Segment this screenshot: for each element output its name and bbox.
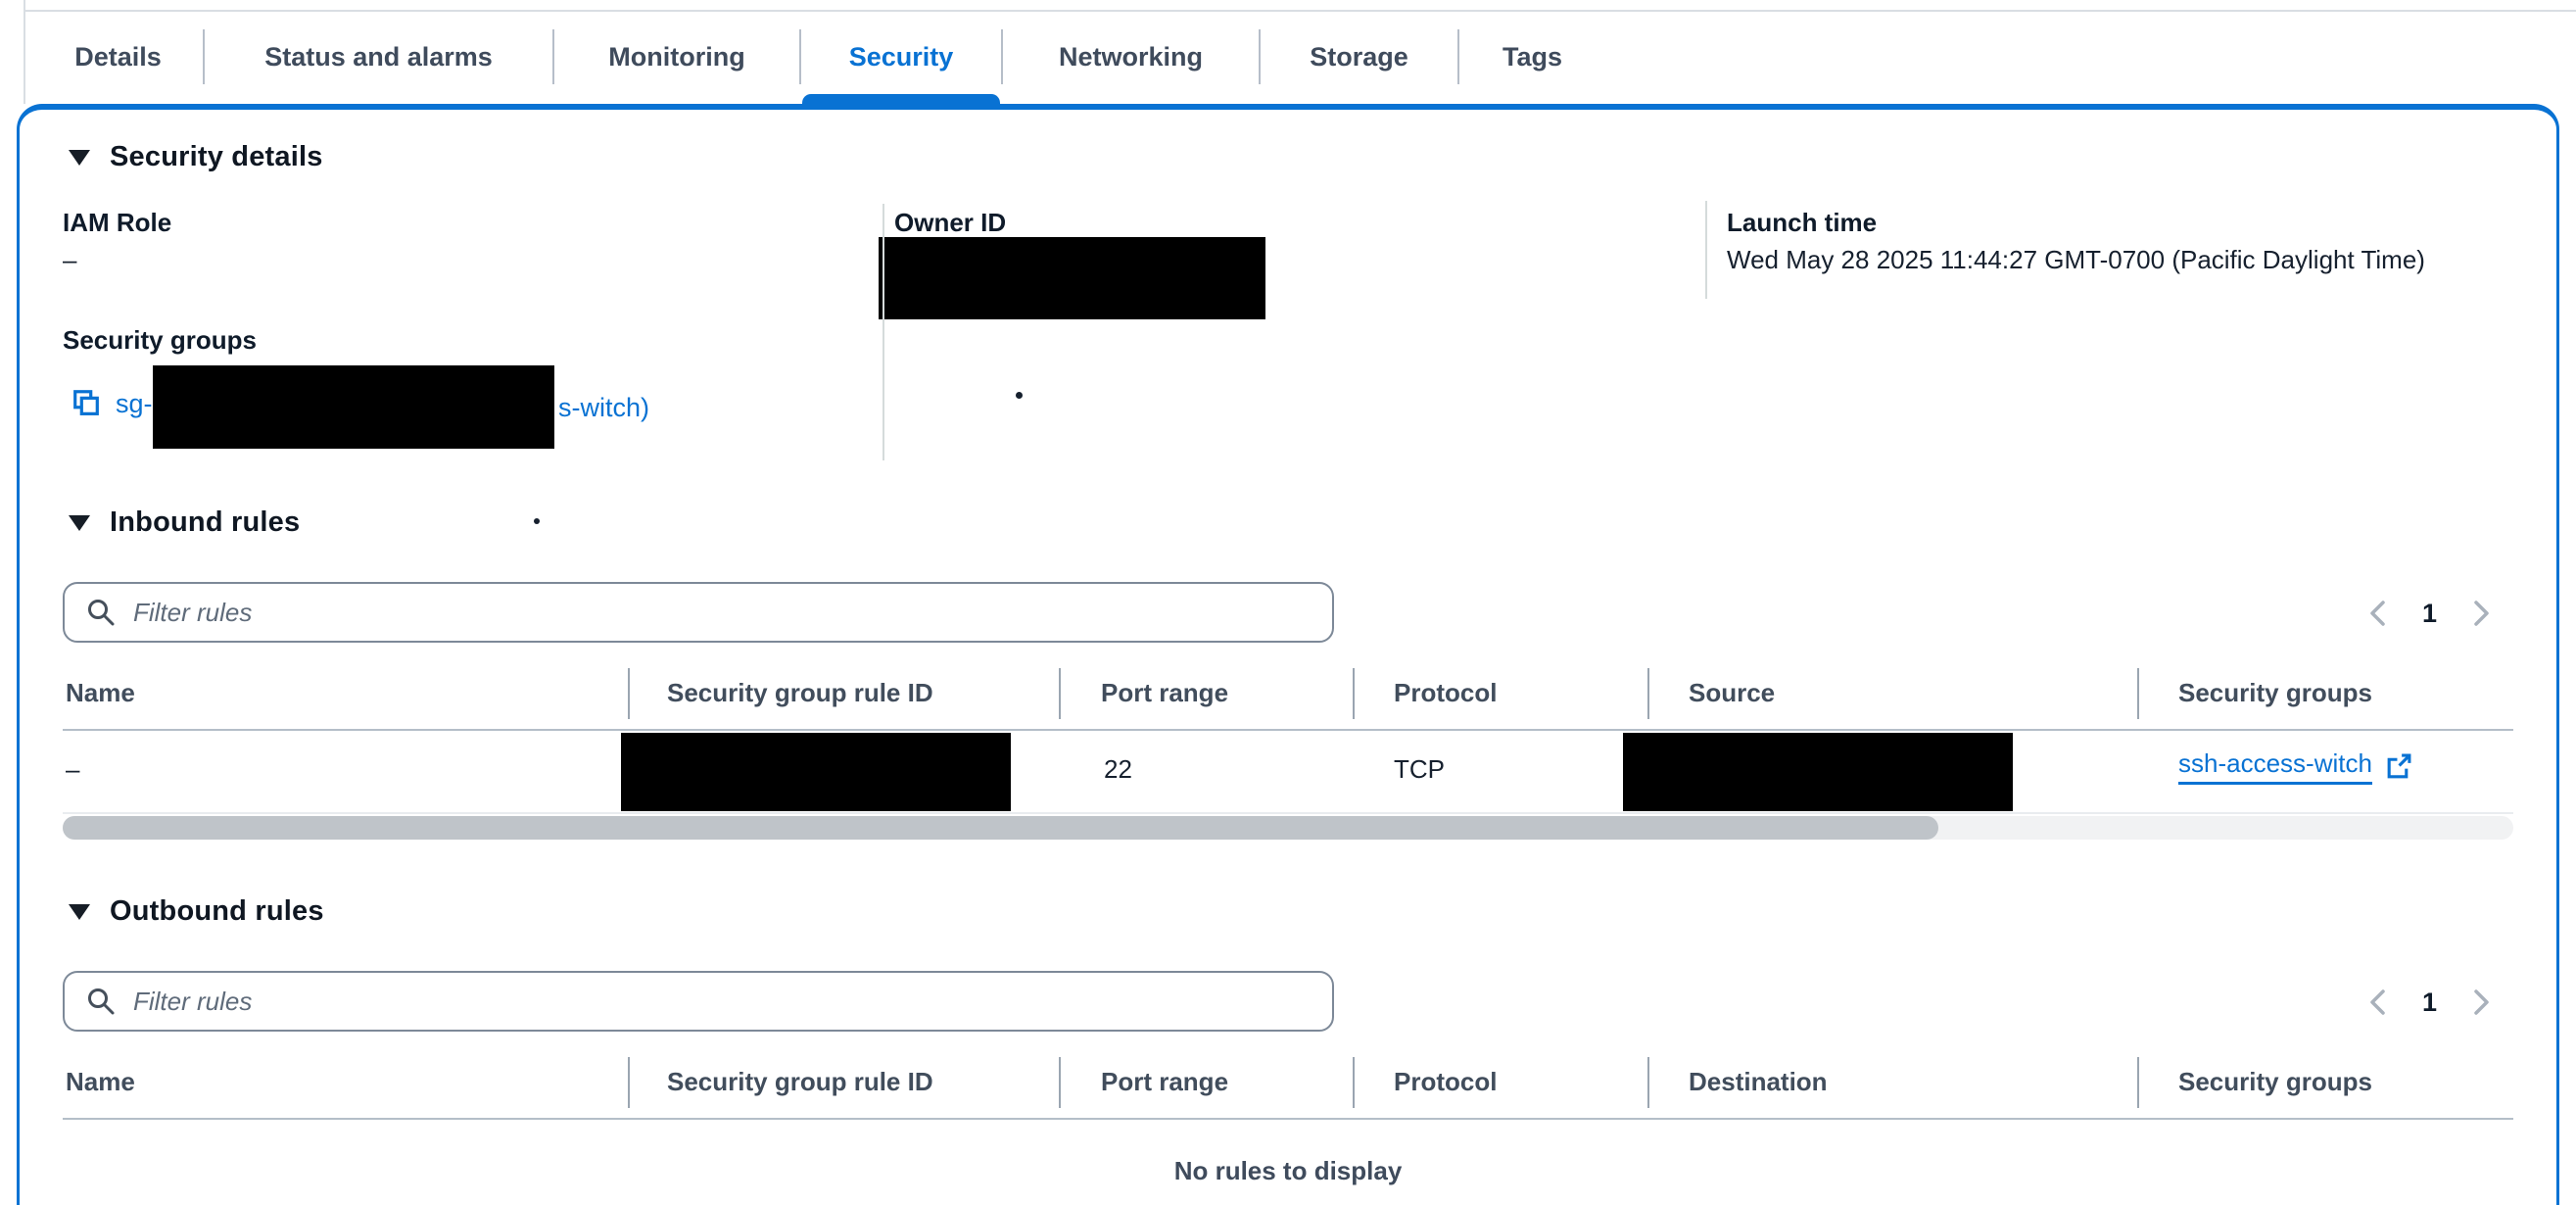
inbound-row-source-redacted (1623, 733, 2013, 811)
outbound-col-port-range[interactable]: Port range (1101, 1067, 1229, 1096)
outbound-col-rule-id[interactable]: Security group rule ID (667, 1067, 933, 1096)
inbound-col-port-range[interactable]: Port range (1101, 678, 1229, 707)
next-page-button[interactable] (2468, 597, 2494, 630)
copy-icon[interactable] (71, 388, 102, 419)
column-separator (1353, 668, 1355, 719)
inbound-col-security-groups[interactable]: Security groups (2178, 678, 2372, 707)
tab-networking-label: Networking (1058, 41, 1203, 72)
chevron-left-icon (2370, 601, 2385, 626)
inbound-row-rule-id-redacted (621, 733, 1011, 811)
inbound-rules-header[interactable]: Inbound rules (69, 506, 300, 539)
security-group-id-redacted (153, 365, 554, 449)
column-separator (2137, 1057, 2139, 1108)
inbound-col-protocol[interactable]: Protocol (1394, 678, 1498, 707)
column-divider (1705, 201, 1707, 299)
outbound-col-security-groups[interactable]: Security groups (2178, 1067, 2372, 1096)
launch-time-label: Launch time (1727, 208, 1878, 237)
column-separator (1647, 668, 1649, 719)
collapse-triangle-icon (69, 149, 90, 166)
tab-tags[interactable]: Tags (1457, 27, 1606, 86)
collapse-triangle-icon (69, 903, 90, 920)
outbound-col-destination[interactable]: Destination (1689, 1067, 1828, 1096)
tab-storage-label: Storage (1310, 41, 1408, 72)
table-header-underline (63, 1118, 2513, 1120)
inbound-col-name[interactable]: Name (66, 678, 135, 707)
tab-monitoring-label: Monitoring (608, 41, 745, 72)
iam-role-label: IAM Role (63, 208, 172, 237)
outbound-filter-input[interactable] (131, 985, 1311, 1018)
external-link-icon (2387, 753, 2411, 779)
iam-role-value: – (63, 245, 77, 274)
left-edge-divider (24, 0, 25, 104)
outbound-col-name[interactable]: Name (66, 1067, 135, 1096)
owner-id-redacted-value (879, 237, 1265, 319)
column-separator (1647, 1057, 1649, 1108)
column-separator (1059, 668, 1061, 719)
inbound-col-rule-id[interactable]: Security group rule ID (667, 678, 933, 707)
tab-status-and-alarms-label: Status and alarms (264, 41, 493, 72)
column-separator (628, 1057, 630, 1108)
column-separator (628, 668, 630, 719)
column-divider (883, 204, 884, 460)
tab-monitoring[interactable]: Monitoring (552, 27, 800, 86)
stray-dot (534, 518, 540, 524)
column-separator (1353, 1057, 1355, 1108)
tab-tags-label: Tags (1502, 41, 1562, 72)
collapse-triangle-icon (69, 514, 90, 531)
column-separator (1059, 1057, 1061, 1108)
security-details-heading: Security details (110, 141, 323, 172)
inbound-row-name: – (66, 754, 80, 784)
stray-dot (1016, 392, 1023, 399)
outbound-empty-message: No rules to display (1173, 1156, 1403, 1185)
tab-storage[interactable]: Storage (1259, 27, 1458, 86)
copy-icon-glyph (73, 390, 99, 415)
outbound-pagination: 1 (2365, 979, 2494, 1026)
tab-details[interactable]: Details (32, 27, 204, 86)
outbound-col-protocol[interactable]: Protocol (1394, 1067, 1498, 1096)
search-icon (88, 988, 115, 1015)
inbound-filter (63, 582, 1334, 643)
security-group-link-row: sg- (71, 388, 153, 419)
chevron-left-icon (2370, 989, 2385, 1015)
tab-bar: Details Status and alarms Monitoring Sec… (32, 27, 1606, 86)
row-bottom-border (63, 812, 2513, 814)
next-page-button[interactable] (2468, 986, 2494, 1019)
outbound-rules-heading: Outbound rules (110, 895, 324, 927)
inbound-col-source[interactable]: Source (1689, 678, 1776, 707)
tab-security-label: Security (848, 41, 954, 72)
top-divider-line (24, 10, 2576, 12)
page-number[interactable]: 1 (2414, 599, 2445, 629)
page-number[interactable]: 1 (2414, 988, 2445, 1018)
launch-time-value: Wed May 28 2025 11:44:27 GMT-0700 (Pacif… (1727, 245, 2425, 274)
horizontal-scrollbar-thumb[interactable] (63, 816, 1938, 840)
outbound-rules-header[interactable]: Outbound rules (69, 895, 324, 928)
inbound-row-port-range: 22 (1104, 754, 1132, 784)
table-header-underline (63, 729, 2513, 731)
security-group-link-text: ssh-access-witch (2178, 748, 2372, 785)
chevron-right-icon (2474, 989, 2489, 1015)
previous-page-button[interactable] (2365, 597, 2391, 630)
column-separator (2137, 668, 2139, 719)
inbound-row-security-group-link[interactable]: ssh-access-witch (2178, 748, 2412, 785)
tab-status-and-alarms[interactable]: Status and alarms (203, 27, 553, 86)
security-group-link-suffix[interactable]: s-witch) (558, 393, 649, 422)
outbound-filter (63, 971, 1334, 1032)
owner-id-label: Owner ID (894, 208, 1007, 237)
chevron-right-icon (2474, 601, 2489, 626)
inbound-filter-input[interactable] (131, 596, 1311, 629)
tab-details-label: Details (74, 41, 162, 72)
security-group-link-prefix[interactable]: sg- (116, 388, 153, 418)
search-icon (88, 600, 115, 626)
inbound-pagination: 1 (2365, 590, 2494, 637)
tab-security[interactable]: Security (799, 27, 1002, 86)
tab-networking[interactable]: Networking (1001, 27, 1260, 86)
inbound-row-protocol: TCP (1394, 754, 1445, 784)
security-details-header[interactable]: Security details (69, 141, 323, 173)
horizontal-scrollbar-track (63, 816, 2513, 840)
security-groups-label: Security groups (63, 325, 257, 355)
inbound-rules-heading: Inbound rules (110, 506, 301, 538)
previous-page-button[interactable] (2365, 986, 2391, 1019)
